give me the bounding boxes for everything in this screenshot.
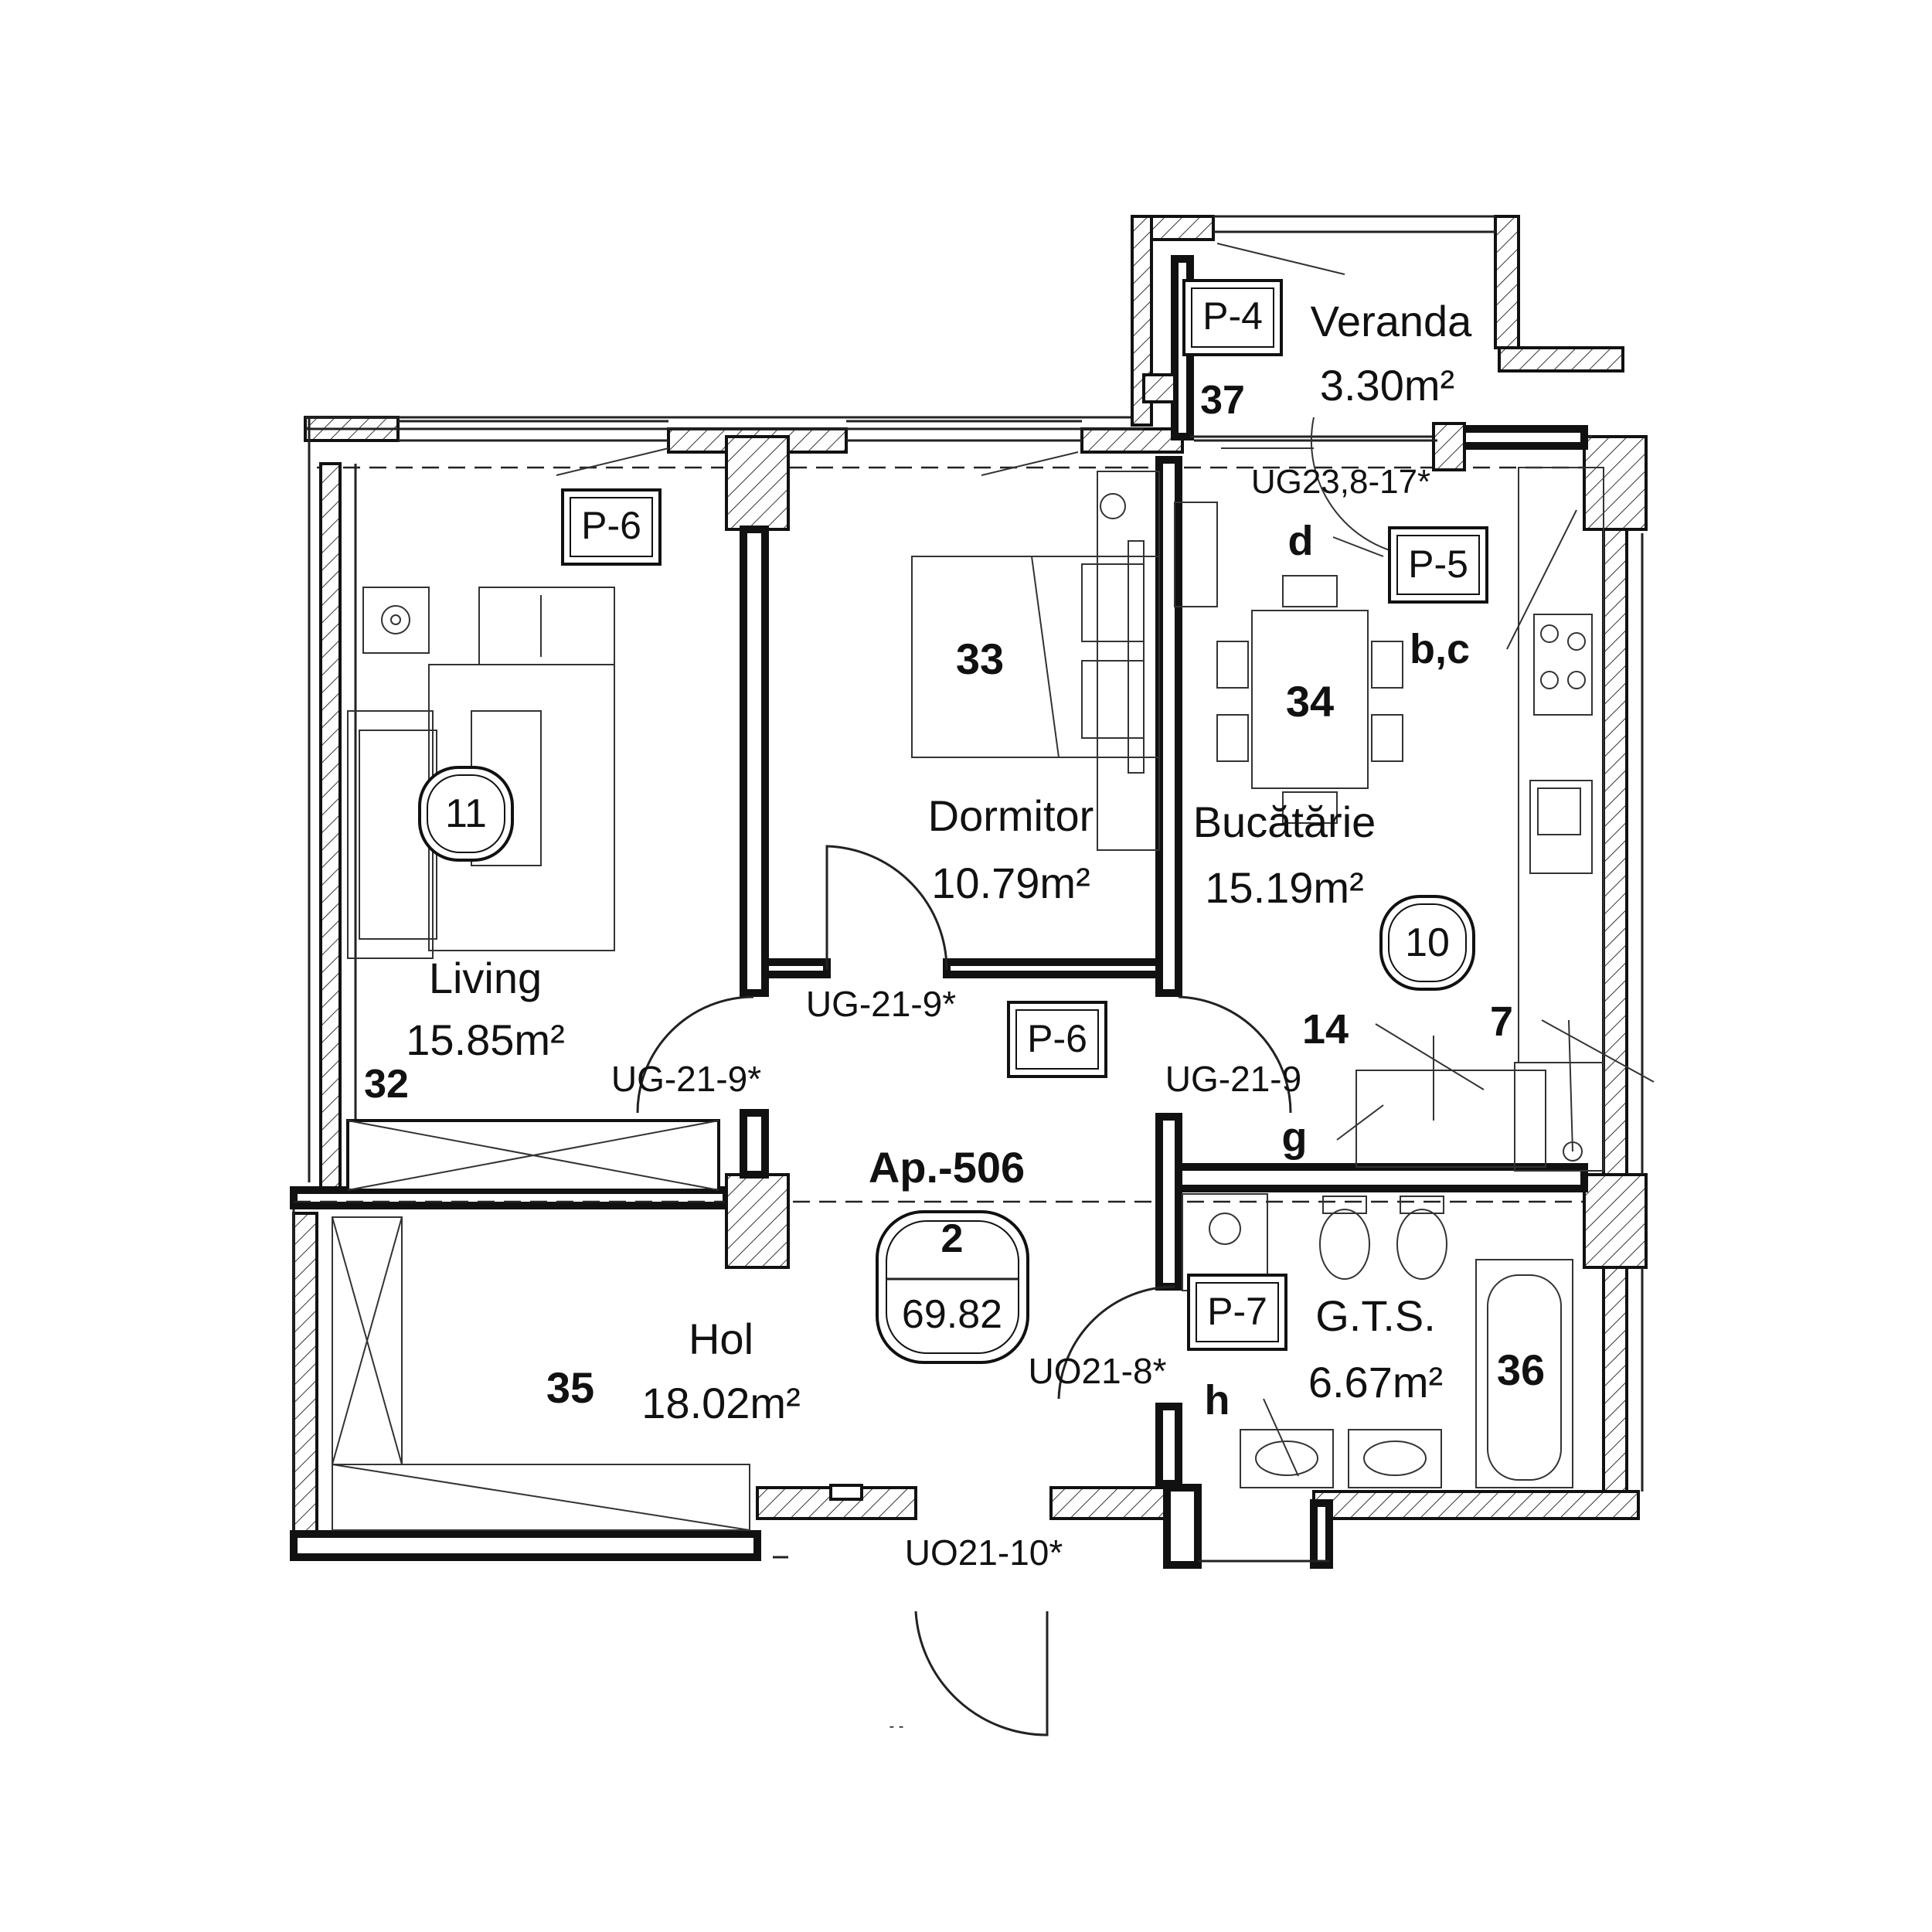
svg-text:UG23,8-17*: UG23,8-17* [1251, 463, 1430, 501]
bathroom-fixtures [332, 1193, 1573, 1531]
svg-text:Dormitor: Dormitor [928, 791, 1094, 840]
svg-text:Living: Living [429, 954, 542, 1002]
svg-text:36: 36 [1497, 1345, 1545, 1394]
svg-text:34: 34 [1286, 677, 1334, 726]
svg-text:Bucătărie: Bucătărie [1193, 798, 1376, 846]
callout-lines [1263, 509, 1655, 1477]
svg-text:P-6: P-6 [1027, 1017, 1087, 1060]
svg-text:Hol: Hol [689, 1315, 753, 1363]
room-dormitor: 33 Dormitor 10.79m² [928, 634, 1094, 907]
svg-text:11: 11 [445, 791, 487, 836]
apartment-info: Ap.-506 2 69.82 [869, 1143, 1025, 1337]
door-labels: UG-21-9* UG-21-9* UG-21-9 UO21-8* UO21-1… [611, 463, 1430, 1573]
svg-text:6.67m²: 6.67m² [1308, 1358, 1443, 1406]
room-hol: Hol 18.02m² 35 [546, 1315, 801, 1427]
svg-text:h: h [1205, 1377, 1230, 1423]
tag-p6-living: P-6 [561, 488, 662, 566]
living-furniture [346, 587, 720, 1192]
svg-text:69.82: 69.82 [902, 1292, 1002, 1337]
footer-mark: - - [889, 1718, 904, 1735]
svg-text:32: 32 [364, 1062, 409, 1107]
tag-p6-hol: P-6 [1007, 1001, 1107, 1078]
bedroom-furniture [911, 471, 1218, 851]
svg-text:P-6: P-6 [581, 504, 641, 547]
svg-text:b,c: b,c [1410, 626, 1470, 672]
room-living: Living 15.85m² 32 [364, 954, 565, 1107]
svg-text:g: g [1282, 1114, 1308, 1161]
tag-p5: P-5 [1388, 526, 1488, 604]
marker-apartment [876, 1210, 1029, 1364]
svg-text:UG-21-9*: UG-21-9* [611, 1059, 761, 1099]
svg-text:2: 2 [941, 1216, 964, 1261]
svg-text:P-5: P-5 [1408, 543, 1468, 586]
svg-text:10.79m²: 10.79m² [931, 859, 1090, 907]
svg-text:10: 10 [1405, 920, 1450, 965]
svg-text:Veranda: Veranda [1311, 297, 1472, 345]
svg-text:33: 33 [956, 634, 1004, 683]
tag-p4: P-4 [1182, 279, 1283, 356]
room-gts: G.T.S. 6.67m² 36 [1308, 1291, 1545, 1406]
svg-text:15.85m²: 15.85m² [406, 1015, 564, 1064]
tag-p7: P-7 [1187, 1274, 1287, 1351]
svg-text:Ap.-506: Ap.-506 [869, 1143, 1025, 1192]
svg-text:G.T.S.: G.T.S. [1315, 1291, 1436, 1340]
svg-text:35: 35 [546, 1363, 594, 1412]
svg-text:15.19m²: 15.19m² [1205, 863, 1363, 912]
svg-text:3.30m²: 3.30m² [1320, 361, 1454, 410]
svg-text:P-4: P-4 [1202, 294, 1263, 338]
marker-kitchen: 10 [1379, 895, 1475, 991]
svg-text:37: 37 [1200, 378, 1245, 423]
svg-text:7: 7 [1490, 998, 1513, 1045]
svg-text:18.02m²: 18.02m² [641, 1379, 800, 1427]
svg-text:P-7: P-7 [1207, 1290, 1267, 1333]
svg-text:UO21-10*: UO21-10* [905, 1532, 1063, 1573]
walls [290, 215, 1648, 1569]
windows [398, 243, 1437, 476]
callout-labels: d b,c 14 7 g h [1205, 518, 1514, 1423]
kitchen-furniture [1216, 467, 1604, 1172]
svg-text:UO21-8*: UO21-8* [1029, 1351, 1167, 1391]
room-bucatarie: 34 Bucătărie 15.19m² [1193, 677, 1376, 912]
room-veranda: Veranda 3.30m² 37 [1200, 297, 1472, 423]
svg-text:UG-21-9: UG-21-9 [1165, 1059, 1301, 1099]
svg-text:d: d [1288, 518, 1314, 564]
svg-text:14: 14 [1302, 1006, 1349, 1053]
marker-living: 11 [418, 766, 514, 862]
svg-text:UG-21-9*: UG-21-9* [806, 984, 956, 1024]
